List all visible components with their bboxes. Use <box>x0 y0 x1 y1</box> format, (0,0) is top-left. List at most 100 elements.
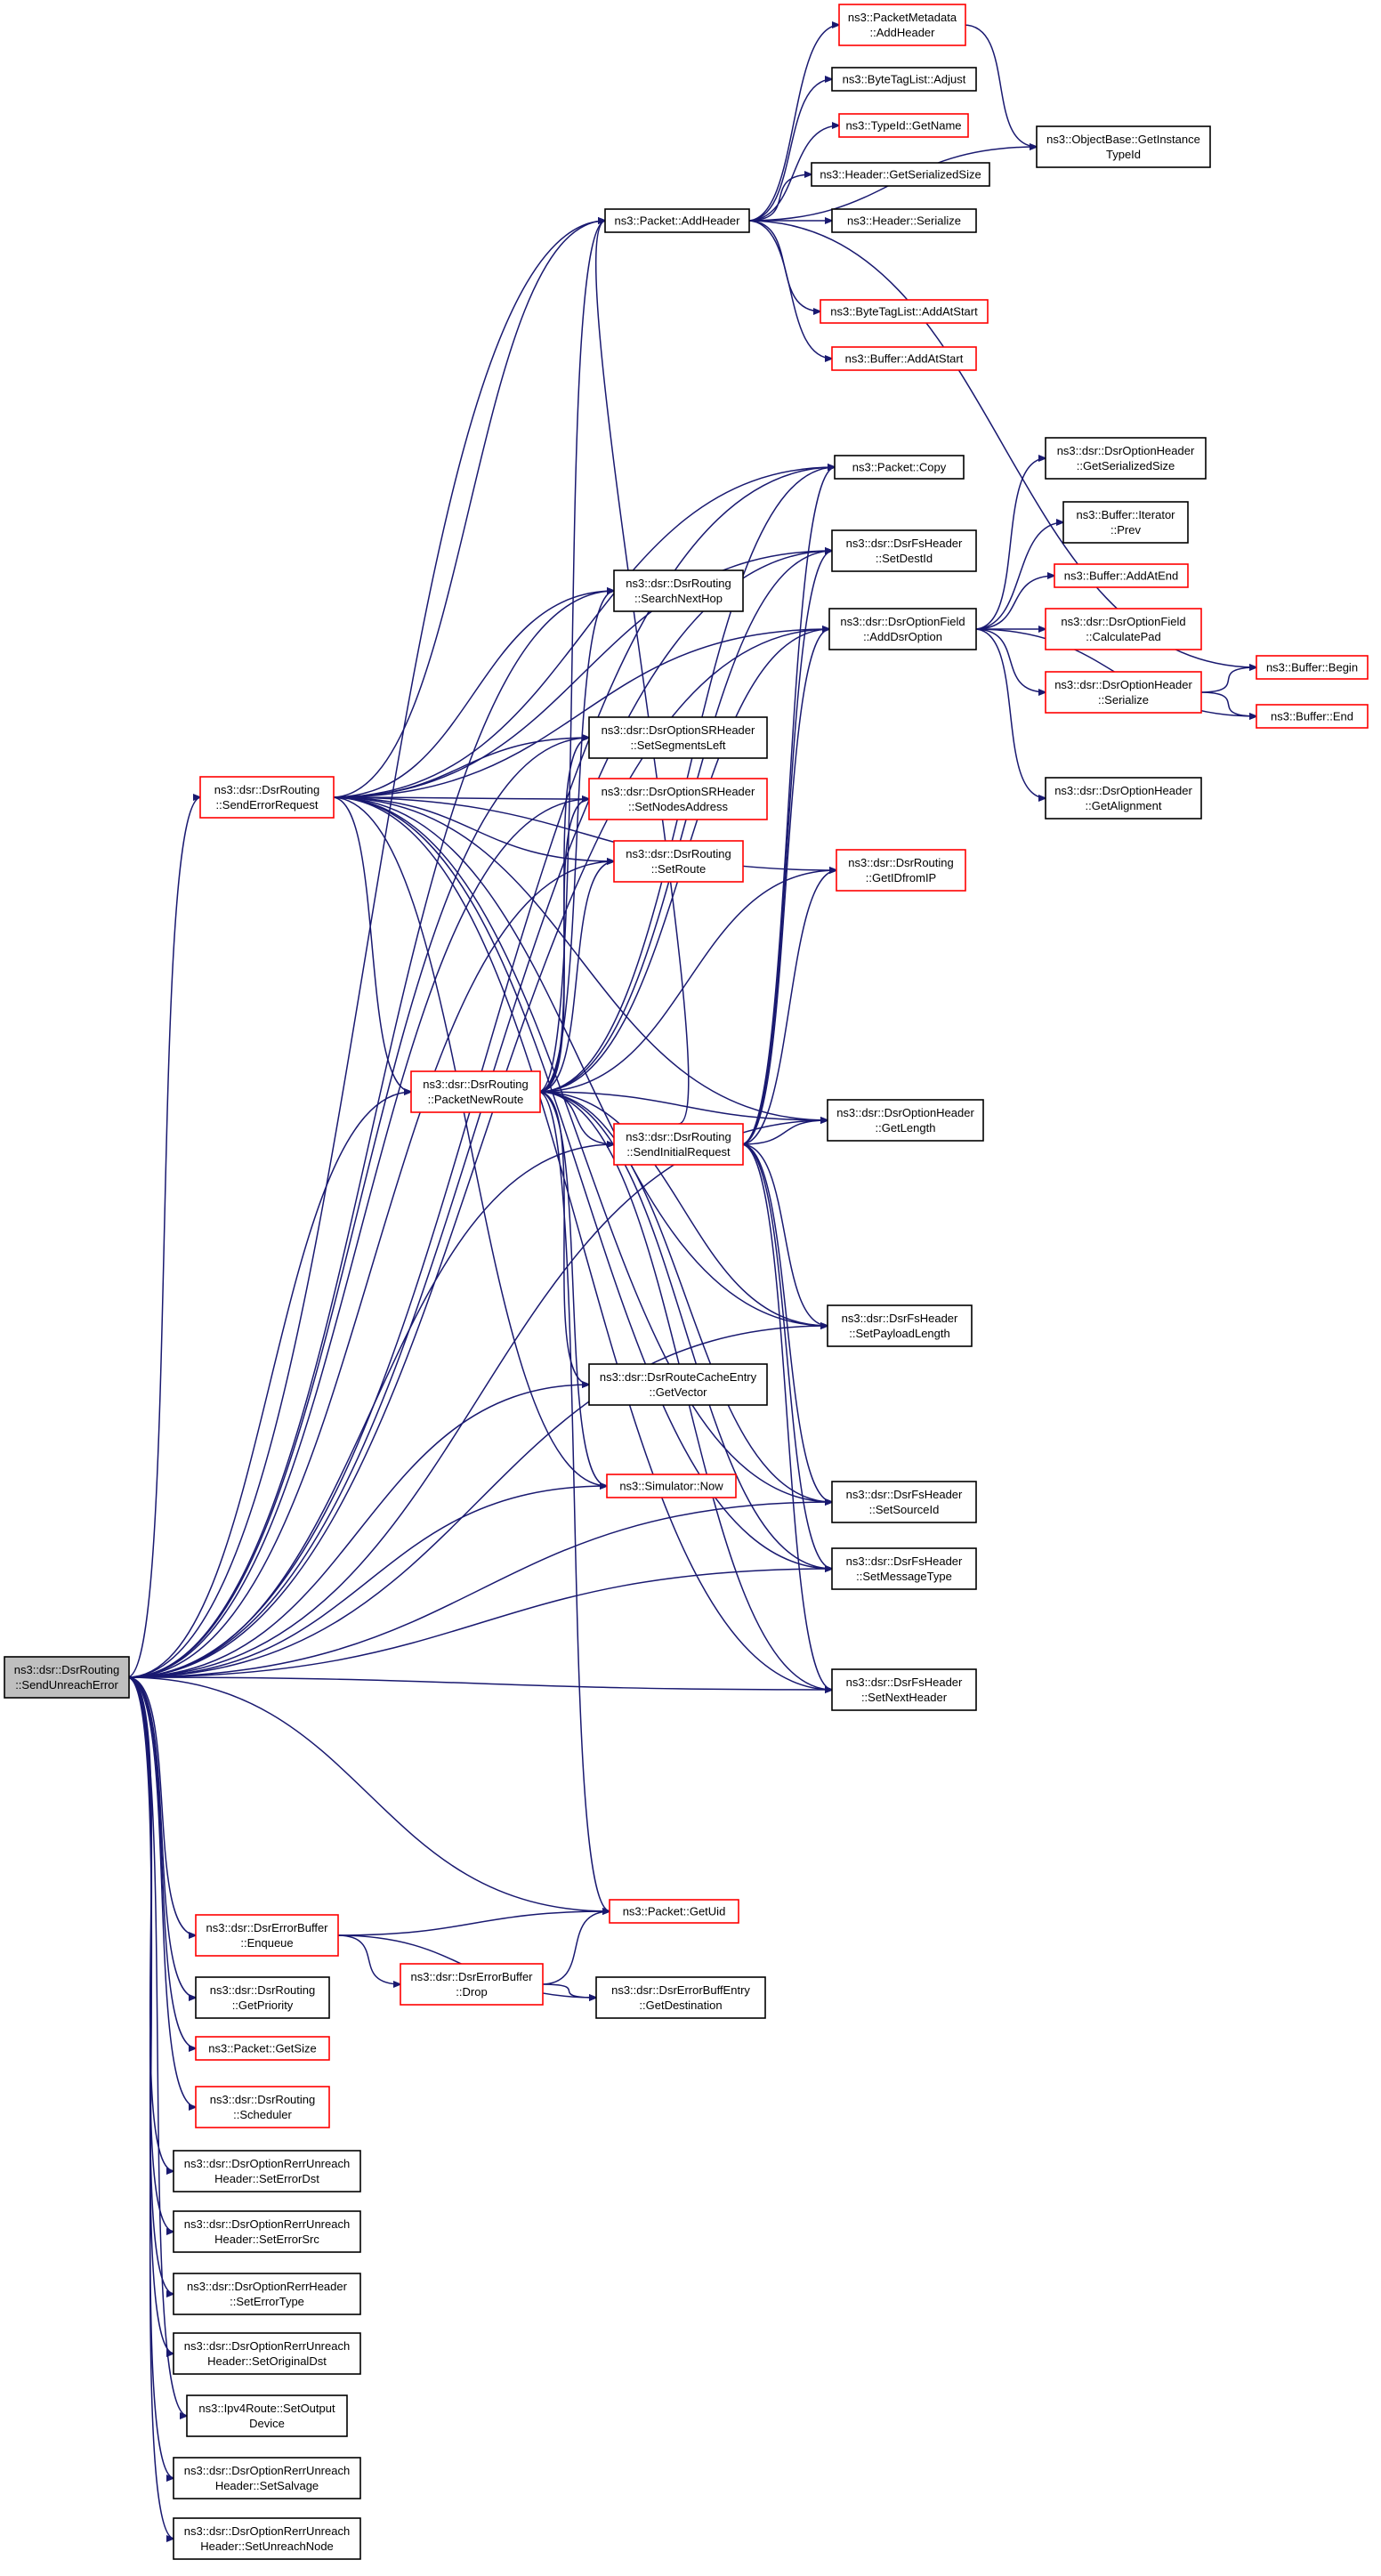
node-label-line: ::SetNextHeader <box>861 1691 948 1704</box>
node-label-line: Header::SetErrorDst <box>214 2172 319 2185</box>
function-node-search_nexthop[interactable]: ns3::dsr::DsrRouting::SearchNextHop <box>613 569 744 612</box>
node-box <box>838 113 969 138</box>
call-edge-optfield_adddsr-to-buf_iter_prev <box>973 519 1065 630</box>
node-label-line: ::Scheduler <box>233 2108 292 2121</box>
node-box <box>1045 777 1202 820</box>
node-box <box>588 778 768 820</box>
function-node-errbuf_enqueue[interactable]: ns3::dsr::DsrErrorBuffer::Enqueue <box>195 1914 339 1957</box>
call-edge-send_errreq-to-sr_setnodesaddr <box>331 795 591 803</box>
function-node-buf_iter_prev[interactable]: ns3::Buffer::Iterator::Prev <box>1062 501 1189 544</box>
function-node-getidfromip[interactable]: ns3::dsr::DsrRouting::GetIDfromIP <box>836 849 966 892</box>
call-edge-root-to-search_nexthop <box>126 587 616 1678</box>
call-edge-send_initreq-to-fs_setpayload <box>740 1143 829 1329</box>
function-node-rerr_setorigdst[interactable]: ns3::dsr::DsrOptionRerrUnreachHeader::Se… <box>173 2332 361 2375</box>
node-label-line: ns3::ByteTagList::AddAtStart <box>830 305 978 319</box>
call-edge-packet_newroute-to-fs_setpayload <box>537 1091 829 1329</box>
call-edge-send_initreq-to-optfield_adddsr <box>740 626 831 1145</box>
node-box <box>195 1914 339 1957</box>
function-node-errbuf_drop[interactable]: ns3::dsr::DsrErrorBuffer::Drop <box>400 1963 544 2006</box>
function-node-opthdr_getalign[interactable]: ns3::dsr::DsrOptionHeader::GetAlignment <box>1045 777 1202 820</box>
function-node-root[interactable]: ns3::dsr::DsrRouting::SendUnreachError <box>4 1656 130 1699</box>
node-label-line: ::AddDsrOption <box>863 630 942 643</box>
node-label-line: ::SendInitialRequest <box>626 1145 731 1159</box>
function-node-btl_adjust[interactable]: ns3::ByteTagList::Adjust <box>831 67 977 92</box>
call-edge-errbuf_enqueue-to-pkt_getuid <box>335 1908 611 1936</box>
function-node-buf_addatend[interactable]: ns3::Buffer::AddAtEnd <box>1054 563 1189 588</box>
function-node-fs_setnexthdr[interactable]: ns3::dsr::DsrFsHeader::SetNextHeader <box>831 1668 977 1711</box>
function-node-fs_setsourceid[interactable]: ns3::dsr::DsrFsHeader::SetSourceId <box>831 1481 977 1523</box>
node-label-line: Header::SetUnreachNode <box>200 2540 334 2553</box>
node-label-line: ::SetSegmentsLeft <box>631 739 726 752</box>
node-label-line: ns3::dsr::DsrOptionSRHeader <box>602 723 755 737</box>
function-node-pm_addheader[interactable]: ns3::PacketMetadata::AddHeader <box>838 4 966 46</box>
node-box <box>831 346 977 371</box>
call-edge-root-to-errbuf_enqueue <box>126 1676 198 1939</box>
function-node-pkt_getuid[interactable]: ns3::Packet::GetUid <box>609 1899 739 1924</box>
node-label-line: ns3::dsr::DsrOptionField <box>840 615 965 628</box>
function-node-routing_scheduler[interactable]: ns3::dsr::DsrRouting::Scheduler <box>195 2086 330 2128</box>
function-node-errbufentry_getdest[interactable]: ns3::dsr::DsrErrorBuffEntry::GetDestinat… <box>595 1976 766 2019</box>
call-edge-send_errreq-to-pkt_copy <box>331 464 836 798</box>
function-node-rerrhdr_seterrtype[interactable]: ns3::dsr::DsrOptionRerrHeader::SetErrorT… <box>173 2273 361 2315</box>
node-label-line: ns3::Header::Serialize <box>847 214 961 228</box>
call-edge-send_errreq-to-sr_setsegleft <box>331 734 591 798</box>
function-node-cache_getvector[interactable]: ns3::dsr::DsrRouteCacheEntry::GetVector <box>588 1363 768 1406</box>
function-node-rerr_setunreachnode[interactable]: ns3::dsr::DsrOptionRerrUnreachHeader::Se… <box>173 2517 361 2560</box>
function-node-opthdr_ser[interactable]: ns3::dsr::DsrOptionHeader::Serialize <box>1045 671 1202 714</box>
function-node-buf_begin[interactable]: ns3::Buffer::Begin <box>1256 655 1369 680</box>
function-node-buf_addatstart[interactable]: ns3::Buffer::AddAtStart <box>831 346 977 371</box>
function-node-fs_setpayload[interactable]: ns3::dsr::DsrFsHeader::SetPayloadLength <box>827 1304 973 1347</box>
node-label-line: ::GetIDfromIP <box>866 871 936 884</box>
function-node-send_initreq[interactable]: ns3::dsr::DsrRouting::SendInitialRequest <box>613 1123 744 1166</box>
function-node-sim_now[interactable]: ns3::Simulator::Now <box>606 1474 737 1498</box>
call-edge-send_errreq-to-fs_setdestid <box>331 547 834 798</box>
function-node-opt_getser[interactable]: ns3::dsr::DsrOptionHeader::GetSerialized… <box>1045 437 1207 480</box>
call-edge-root-to-rerr_setunreachnode <box>126 1676 175 2542</box>
function-node-optfield_calcpad[interactable]: ns3::dsr::DsrOptionField::CalculatePad <box>1045 608 1202 650</box>
node-box <box>195 2036 330 2061</box>
function-node-header_ser[interactable]: ns3::Header::Serialize <box>831 208 977 233</box>
node-box <box>1036 125 1211 168</box>
function-node-rerr_setsalvage[interactable]: ns3::dsr::DsrOptionRerrUnreachHeader::Se… <box>173 2457 361 2499</box>
node-box <box>831 529 977 572</box>
function-node-sr_setnodesaddr[interactable]: ns3::dsr::DsrOptionSRHeader::SetNodesAdd… <box>588 778 768 820</box>
node-box <box>4 1656 130 1699</box>
function-node-fs_setmsgtype[interactable]: ns3::dsr::DsrFsHeader::SetMessageType <box>831 1547 977 1590</box>
function-node-buf_end[interactable]: ns3::Buffer::End <box>1256 704 1369 729</box>
function-node-optfield_adddsr[interactable]: ns3::dsr::DsrOptionField::AddDsrOption <box>828 608 977 650</box>
function-node-rerr_seterrsrc[interactable]: ns3::dsr::DsrOptionRerrUnreachHeader::Se… <box>173 2210 361 2253</box>
node-box <box>588 1363 768 1406</box>
function-node-sr_setsegleft[interactable]: ns3::dsr::DsrOptionSRHeader::SetSegments… <box>588 716 768 759</box>
function-node-opthdr_getlength[interactable]: ns3::dsr::DsrOptionHeader::GetLength <box>827 1099 984 1142</box>
call-edge-send_initreq-to-getidfromip <box>740 867 838 1145</box>
node-label-line: ::GetPriority <box>232 1999 294 2012</box>
call-edge-errbuf_drop-to-pkt_getuid <box>540 1908 611 1985</box>
call-edge-send_errreq-to-search_nexthop <box>331 587 616 798</box>
function-node-routing_setroute[interactable]: ns3::dsr::DsrRouting::SetRoute <box>613 840 744 883</box>
function-node-fs_setdestid[interactable]: ns3::dsr::DsrFsHeader::SetDestId <box>831 529 977 572</box>
function-node-send_errreq[interactable]: ns3::dsr::DsrRouting::SendErrorRequest <box>199 776 335 819</box>
call-edge-send_errreq-to-sim_now <box>331 796 609 1490</box>
call-edge-pkt_addheader-to-header_getser <box>747 171 813 222</box>
function-node-packet_newroute[interactable]: ns3::dsr::DsrRouting::PacketNewRoute <box>410 1070 541 1113</box>
call-edge-opthdr_ser-to-buf_end <box>1199 691 1258 720</box>
function-node-pkt_addheader[interactable]: ns3::Packet::AddHeader <box>604 208 750 233</box>
function-node-routing_getpriority[interactable]: ns3::dsr::DsrRouting::GetPriority <box>195 1976 330 2019</box>
call-edge-root-to-routing_getpriority <box>126 1676 198 2001</box>
call-edge-root-to-fs_setmsgtype <box>126 1565 834 1678</box>
function-node-rerr_seterrdst[interactable]: ns3::dsr::DsrOptionRerrUnreachHeader::Se… <box>173 2150 361 2192</box>
function-node-typeid_getname[interactable]: ns3::TypeId::GetName <box>838 113 969 138</box>
node-label-line: ns3::Packet::GetSize <box>208 2042 316 2055</box>
call-edge-root-to-pkt_getuid <box>126 1676 611 1915</box>
function-node-btl_addatstart[interactable]: ns3::ByteTagList::AddAtStart <box>820 299 989 324</box>
call-edge-packet_newroute-to-pkt_addheader <box>537 217 607 1093</box>
node-box <box>613 569 744 612</box>
node-label-line: ::AddHeader <box>870 26 936 39</box>
function-node-header_getser[interactable]: ns3::Header::GetSerializedSize <box>811 162 990 187</box>
call-edge-send_errreq-to-opthdr_getlength <box>331 796 829 1124</box>
function-node-pkt_copy[interactable]: ns3::Packet::Copy <box>834 455 965 480</box>
function-node-pkt_getsize[interactable]: ns3::Packet::GetSize <box>195 2036 330 2061</box>
node-label-line: Header::SetOriginalDst <box>207 2354 327 2368</box>
